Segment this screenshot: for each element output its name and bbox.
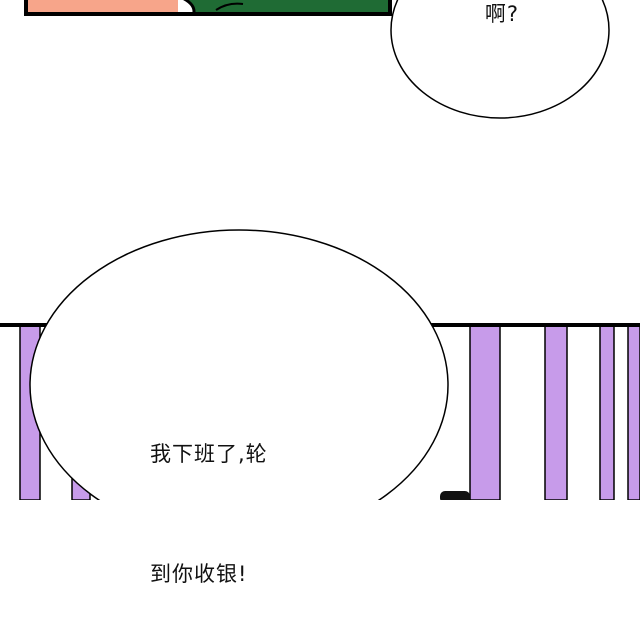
speech-bubble-main xyxy=(29,229,449,500)
speech-bubbles xyxy=(29,0,610,500)
speech-bubble-top-text: 啊? xyxy=(484,2,520,26)
hair-stroke xyxy=(215,2,244,11)
skin-area xyxy=(28,0,178,12)
speech-line-1: 我下班了,轮 xyxy=(150,442,268,466)
top-panel-art xyxy=(28,0,388,12)
green-edge-line xyxy=(182,0,196,12)
top-comic-panel xyxy=(24,0,392,16)
lavender-stripe xyxy=(627,323,640,500)
lavender-stripe xyxy=(544,323,568,500)
dark-object xyxy=(440,491,470,500)
speech-bubble-top xyxy=(390,0,610,119)
lavender-stripe xyxy=(469,323,501,500)
lavender-stripe xyxy=(599,323,615,500)
speech-bubble-main-text: 我下班了,轮 到你收银! xyxy=(150,354,330,634)
speech-line-2: 到你收银! xyxy=(150,562,248,586)
